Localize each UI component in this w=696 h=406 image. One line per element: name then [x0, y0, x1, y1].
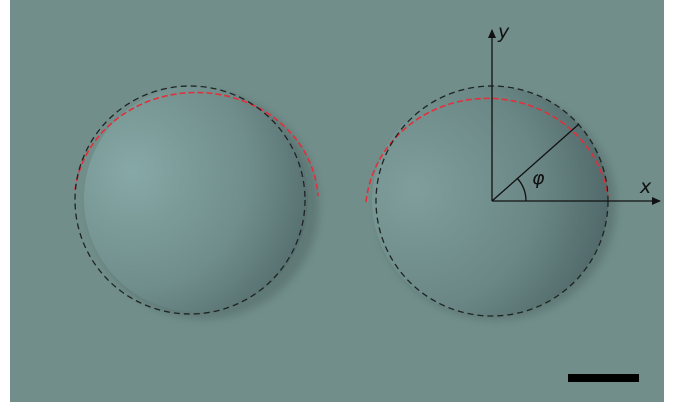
radius-line — [491, 123, 580, 202]
scale-bar — [568, 374, 639, 382]
coordinate-axes: y x φ — [488, 21, 661, 205]
right-dimple — [365, 85, 616, 320]
right-red-outline — [365, 97, 609, 203]
left-dimple — [74, 85, 319, 319]
x-axis-label: x — [639, 176, 652, 198]
y-axis-label: y — [497, 21, 510, 43]
angle-label: φ — [532, 167, 545, 189]
angle-arc — [516, 177, 527, 202]
left-red-outline — [74, 91, 319, 197]
left-dashed-outline — [74, 85, 306, 315]
